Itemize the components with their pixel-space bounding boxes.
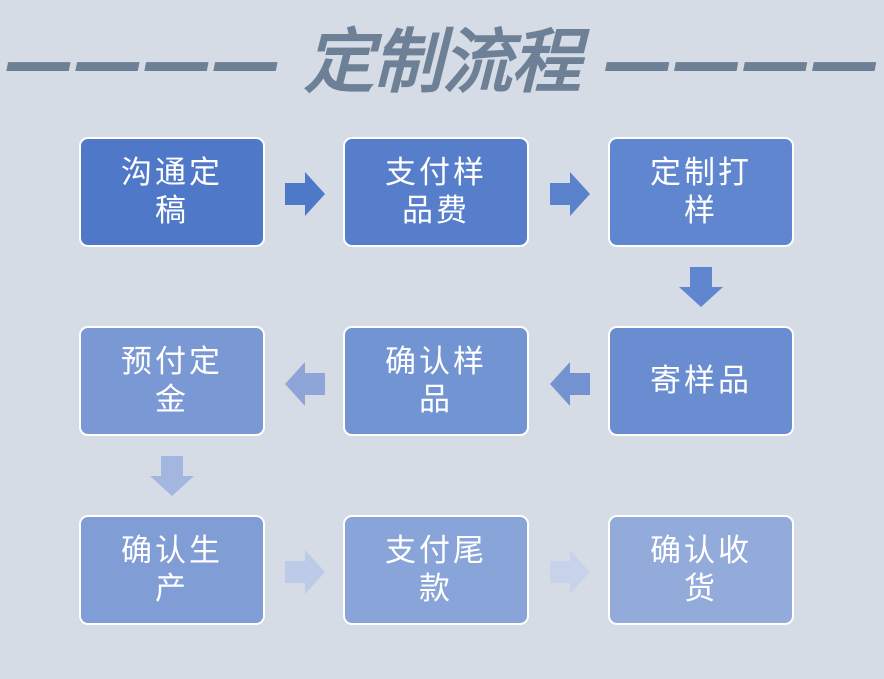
arrow-right-icon <box>285 172 325 216</box>
step-confirm-production: 确认生产 <box>79 515 265 625</box>
arrow-right-icon <box>285 550 325 594</box>
step-pay-deposit: 预付定金 <box>79 326 265 436</box>
step-custom-sample: 定制打样 <box>608 137 794 247</box>
arrow-down-icon <box>150 456 194 496</box>
arrow-right-icon <box>550 172 590 216</box>
page-title: ———— 定制流程 ———— <box>4 21 881 103</box>
arrow-down-icon <box>679 267 723 307</box>
step-ship-sample: 寄样品 <box>608 326 794 436</box>
step-confirm-sample: 确认样品 <box>343 326 529 436</box>
step-confirm-receipt: 确认收货 <box>608 515 794 625</box>
arrow-left-icon <box>285 362 325 406</box>
step-pay-balance: 支付尾款 <box>343 515 529 625</box>
arrow-left-icon <box>550 362 590 406</box>
step-communicate-finalize: 沟通定稿 <box>79 137 265 247</box>
step-pay-sample-fee: 支付样品费 <box>343 137 529 247</box>
arrow-right-icon <box>550 550 590 594</box>
